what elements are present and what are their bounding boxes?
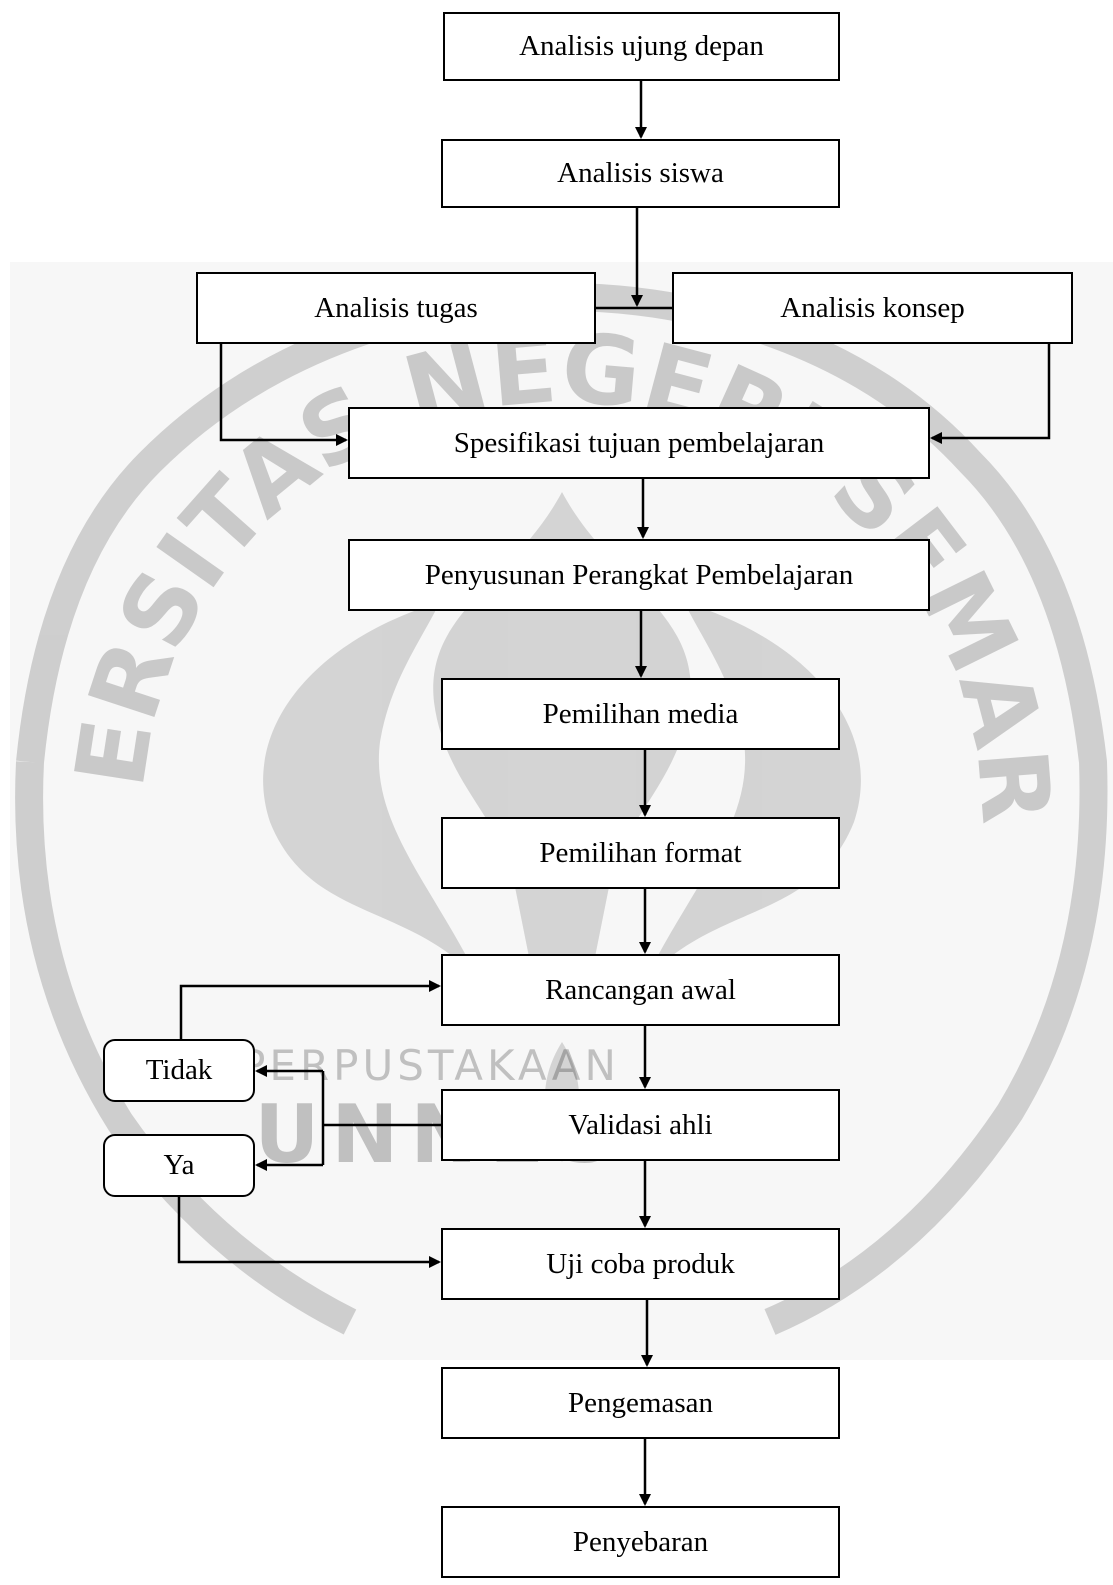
node-label: Tidak [145,1054,213,1086]
node-tidak: Tidak [103,1039,255,1102]
node-ya: Ya [103,1134,255,1197]
seal-outer-ring [16,283,1108,1335]
node-label: Spesifikasi tujuan pembelajaran [453,426,825,459]
seal-left-leaf [263,602,480,982]
node-penyebaran: Penyebaran [441,1506,840,1578]
node-label: Validasi ahli [568,1108,713,1141]
node-analisis-tugas: Analisis tugas [196,272,596,344]
node-penyusunan-perangkat: Penyusunan Perangkat Pembelajaran [348,539,930,611]
node-validasi-ahli: Validasi ahli [441,1089,840,1161]
arrow-tugas-to-spesifikasi [219,344,348,446]
node-label: Rancangan awal [545,973,736,1006]
seal-library-text: PERPUSTAKAAN [240,1041,620,1090]
node-spesifikasi-tujuan: Spesifikasi tujuan pembelajaran [348,407,930,479]
node-label: Analisis siswa [557,157,724,189]
node-uji-coba-produk: Uji coba produk [441,1228,840,1300]
node-label: Analisis konsep [780,291,965,324]
node-pemilihan-format: Pemilihan format [441,817,840,889]
node-label: Penyusunan Perangkat Pembelajaran [424,558,854,591]
node-analisis-siswa: Analisis siswa [441,139,840,208]
node-rancangan-awal: Rancangan awal [441,954,840,1026]
seal-left-rim [15,761,357,1335]
node-label: Penyebaran [572,1525,709,1558]
node-analisis-ujung-depan: Analisis ujung depan [443,12,840,81]
node-pemilihan-media: Pemilihan media [441,678,840,750]
arrow-ya-to-uji [177,1197,441,1268]
node-label: Pemilihan format [539,836,742,869]
node-label: Pengemasan [568,1386,713,1419]
arrow-tidak-to-rancangan [179,980,441,1039]
node-label: Analisis tugas [314,291,478,324]
node-label: Uji coba produk [546,1247,735,1280]
node-analisis-konsep: Analisis konsep [672,272,1073,344]
node-label: Analisis ujung depan [519,30,764,62]
node-label: Pemilihan media [542,697,739,730]
node-pengemasan: Pengemasan [441,1367,840,1439]
arrow-konsep-to-spesifikasi [930,344,1051,444]
node-label: Ya [163,1149,195,1181]
